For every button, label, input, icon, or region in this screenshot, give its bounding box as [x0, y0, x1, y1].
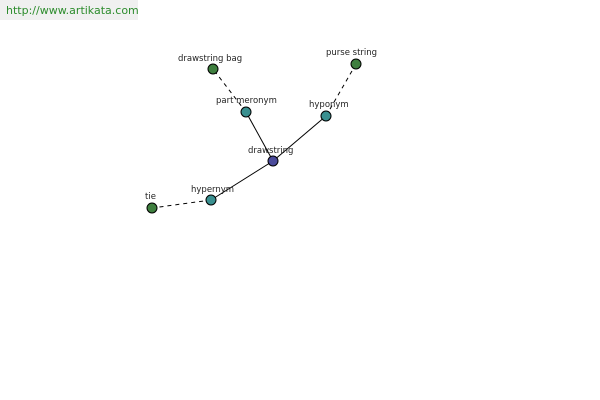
edge-part-meronym-to-drawstring-bag: [212, 68, 247, 113]
node-drawstring[interactable]: [267, 155, 279, 167]
edges-layer: [151, 63, 357, 209]
edge-drawstring-to-part-meronym: [245, 111, 274, 162]
edge-drawstring-to-hyponym: [272, 115, 327, 162]
node-hypernym[interactable]: [205, 194, 217, 206]
node-hyponym[interactable]: [320, 110, 332, 122]
label-part-meronym[interactable]: part meronym: [216, 96, 277, 106]
edge-hyponym-to-purse-string: [325, 63, 357, 117]
node-drawstring-bag[interactable]: [207, 63, 219, 75]
node-purse-string[interactable]: [350, 58, 362, 70]
label-tie[interactable]: tie: [145, 192, 156, 202]
nodes-layer: [146, 58, 362, 214]
site-url-link[interactable]: http://www.artikata.com: [6, 4, 139, 17]
node-tie[interactable]: [146, 202, 158, 214]
label-drawstring[interactable]: drawstring: [248, 146, 293, 156]
label-hyponym[interactable]: hyponym: [309, 100, 349, 110]
node-part-meronym[interactable]: [240, 106, 252, 118]
label-hypernym[interactable]: hypernym: [191, 185, 234, 195]
edge-hypernym-to-tie: [151, 199, 212, 209]
label-purse-string[interactable]: purse string: [326, 48, 377, 58]
url-banner: http://www.artikata.com: [0, 0, 139, 20]
edge-drawstring-to-hypernym: [210, 160, 274, 201]
labels-layer: drawstring part meronym hyponym hypernym dra…: [145, 48, 377, 202]
label-drawstring-bag[interactable]: drawstring bag: [178, 54, 242, 64]
